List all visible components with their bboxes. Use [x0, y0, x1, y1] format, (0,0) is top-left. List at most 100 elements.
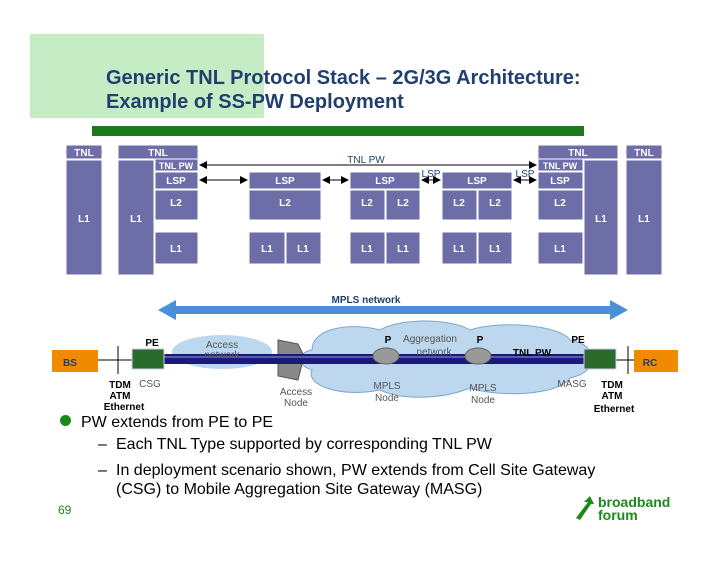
bullet-sub-1-text: Each TNL Type supported by corresponding…	[116, 436, 492, 453]
stack-p1-l1b	[385, 231, 421, 265]
rc-box	[634, 350, 678, 372]
mpls-network-arrow	[158, 300, 628, 320]
stack-p1-l1a	[349, 231, 386, 265]
label-rc: RC	[643, 358, 657, 369]
label-p1-l2b: L2	[397, 198, 409, 209]
title-line-1: Generic TNL Protocol Stack – 2G/3G Archi…	[106, 67, 581, 89]
label-access-node-1: Access	[280, 387, 312, 398]
stack-csg-l1	[117, 159, 155, 276]
stack-bs-tnl	[65, 144, 103, 160]
label-pe-left: PE	[145, 338, 159, 349]
stack-rc-tnl	[625, 144, 663, 160]
label-p1-l1a: L1	[361, 244, 373, 255]
title-rule	[92, 126, 584, 136]
label-mpls-node-2a: MPLS	[469, 383, 497, 394]
pw-tube-highlight	[138, 356, 604, 358]
label-p-2: P	[477, 335, 484, 346]
stack-p2-l1a	[441, 231, 478, 265]
stack-bs-l1	[65, 159, 103, 276]
label-p1-l1b: L1	[397, 244, 409, 255]
bullet-sub-2-text: In deployment scenario shown, PW extends…	[116, 462, 596, 479]
label-access-node-2: Node	[284, 398, 308, 409]
label-atm-left: ATM	[110, 391, 131, 402]
label-lsp-mid: LSP	[422, 169, 441, 180]
stack-p1-lsp	[349, 171, 421, 190]
label-csg-lsp: LSP	[166, 176, 186, 187]
bullet-sub-1: –Each TNL Type supported by correspondin…	[98, 436, 492, 453]
label-csg-tnl: TNL	[148, 148, 167, 159]
bullet-main-text: PW extends from PE to PE	[81, 414, 274, 431]
label-masg-l1: L1	[595, 214, 607, 225]
stack-rc-l1	[625, 159, 663, 276]
label-access-network-2: network	[204, 350, 240, 361]
page-number: 69	[58, 503, 72, 517]
stack-an-l1a	[248, 231, 286, 265]
label-an-l2: L2	[279, 198, 291, 209]
slide-title: Generic TNL Protocol Stack – 2G/3G Archi…	[106, 66, 581, 114]
stack-an-l1b	[285, 231, 322, 265]
label-rc-l1: L1	[638, 214, 650, 225]
label-csg-tnlpw: TNL PW	[159, 161, 194, 171]
bullet-dot	[60, 415, 71, 426]
label-mpls-node-1a: MPLS	[373, 381, 401, 392]
stack-p2-l2a	[441, 189, 478, 221]
label-lsp-right: LSP	[516, 169, 535, 180]
label-ethernet-right: Ethernet	[594, 404, 635, 415]
bullet-main: PW extends from PE to PE	[60, 414, 273, 432]
p-router-1	[372, 347, 400, 365]
p-router-2	[464, 347, 492, 365]
stack-p2-lsp	[441, 171, 513, 190]
label-masg-lsp: LSP	[550, 176, 570, 187]
label-csg: CSG	[139, 379, 161, 390]
label-p2-l2b: L2	[489, 198, 501, 209]
label-mpls-network: MPLS network	[332, 295, 401, 306]
stack-csg-lsp	[154, 171, 199, 190]
label-p-1: P	[385, 335, 392, 346]
label-masg-l2: L2	[554, 198, 566, 209]
label-tnlpw-top: TNL PW	[347, 155, 385, 166]
label-masg-l1b: L1	[554, 244, 566, 255]
label-tdm-right: TDM	[601, 380, 623, 391]
label-bs: BS	[63, 358, 77, 369]
label-aggregation-1: Aggregation	[403, 334, 457, 345]
label-p1-lsp: LSP	[375, 176, 395, 187]
label-masg: MASG	[557, 379, 587, 390]
stack-p2-l2b	[477, 189, 513, 221]
bullet-sub-2: –In deployment scenario shown, PW extend…	[98, 462, 596, 479]
bs-box	[52, 350, 98, 372]
logo-text-1: broadband	[598, 494, 670, 510]
label-ethernet-left: Ethernet	[104, 402, 145, 413]
label-masg-tnlpw: TNL PW	[543, 161, 578, 171]
label-tnlpw-tube: TNL PW	[513, 348, 552, 359]
label-rc-tnl: TNL	[634, 148, 653, 159]
label-bs-tnl: TNL	[74, 148, 93, 159]
label-access-network-1: Access	[206, 340, 238, 351]
label-atm-right: ATM	[602, 391, 623, 402]
stack-masg-lsp	[537, 171, 584, 190]
csg-device	[131, 348, 165, 370]
logo-text-2: forum	[598, 507, 638, 522]
label-mpls-node-2b: Node	[471, 395, 495, 406]
masg-device	[583, 348, 617, 370]
label-tdm-left: TDM	[109, 380, 131, 391]
label-an-l1a: L1	[261, 244, 273, 255]
label-p2-l1b: L1	[489, 244, 501, 255]
stack-masg-l1b	[537, 231, 584, 265]
label-aggregation-2: network	[416, 347, 452, 358]
stack-masg-l2	[537, 189, 584, 221]
label-p2-l2a: L2	[453, 198, 465, 209]
label-mpls-node-1b: Node	[375, 393, 399, 404]
logo-arrow-icon	[576, 496, 594, 520]
title-line-2: Example of SS-PW Deployment	[106, 91, 404, 113]
label-csg-l1: L1	[130, 214, 142, 225]
stack-csg-l2	[154, 189, 199, 221]
stack-masg-tnlpw	[537, 158, 584, 172]
label-p2-l1a: L1	[453, 244, 465, 255]
label-p2-lsp: LSP	[467, 176, 487, 187]
label-masg-tnl: TNL	[568, 148, 587, 159]
label-an-l1b: L1	[297, 244, 309, 255]
stack-p2-l1b	[477, 231, 513, 265]
stack-csg-tnlpw	[154, 158, 199, 172]
stack-p1-l2a	[349, 189, 386, 221]
